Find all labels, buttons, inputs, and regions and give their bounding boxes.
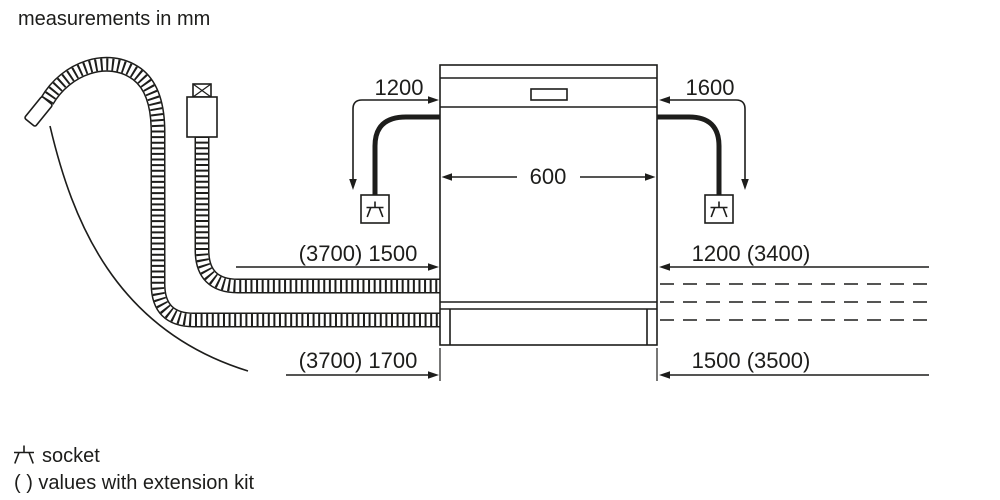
dashed-extension-lines [660,283,929,321]
water-tap-icon [186,83,218,138]
supply-hose [194,136,440,294]
extension-lines [439,348,658,381]
dimension-socket-left: 1200 [349,75,439,190]
socket-icon [710,201,728,218]
dimension-label-width: 600 [530,164,567,189]
socket-icon [366,201,384,218]
dimension-hose-upper-right: 1200 (3400) [659,241,929,271]
kickplate [449,309,648,345]
hose-end-fitting [24,96,53,127]
dimension-hose-upper-left: (3700) 1500 [236,241,439,271]
drain-hose [40,56,440,328]
dimension-label-hose-lower-left: (3700) 1700 [299,348,418,373]
dimension-socket-right: 1600 [659,75,749,190]
dimension-label-hose-lower-right: 1500 (3500) [692,348,811,373]
appliance-outline [439,64,658,381]
dimension-label-hose-upper-right: 1200 (3400) [692,241,811,266]
mains-cable-left [372,114,440,195]
power-cable [49,125,249,372]
legend-socket-icon [14,445,34,464]
dimension-hose-lower-left: (3700) 1700 [286,348,439,379]
page-title: measurements in mm [18,8,210,30]
dimension-label-socket-left: 1200 [375,75,424,100]
socket-box-right [704,194,734,224]
legend: socket ( ) values with extension kit [14,445,255,494]
dimension-label-socket-right: 1600 [686,75,735,100]
dimension-label-hose-upper-left: (3700) 1500 [299,241,418,266]
socket-box-left [360,194,390,224]
legend-extension-note: ( ) values with extension kit [14,472,255,494]
dimension-appliance-width: 600 [441,164,656,189]
control-panel [530,88,568,101]
legend-socket-label: socket [42,445,100,467]
mains-cable-right [657,114,722,195]
dimension-hose-lower-right: 1500 (3500) [659,348,929,379]
